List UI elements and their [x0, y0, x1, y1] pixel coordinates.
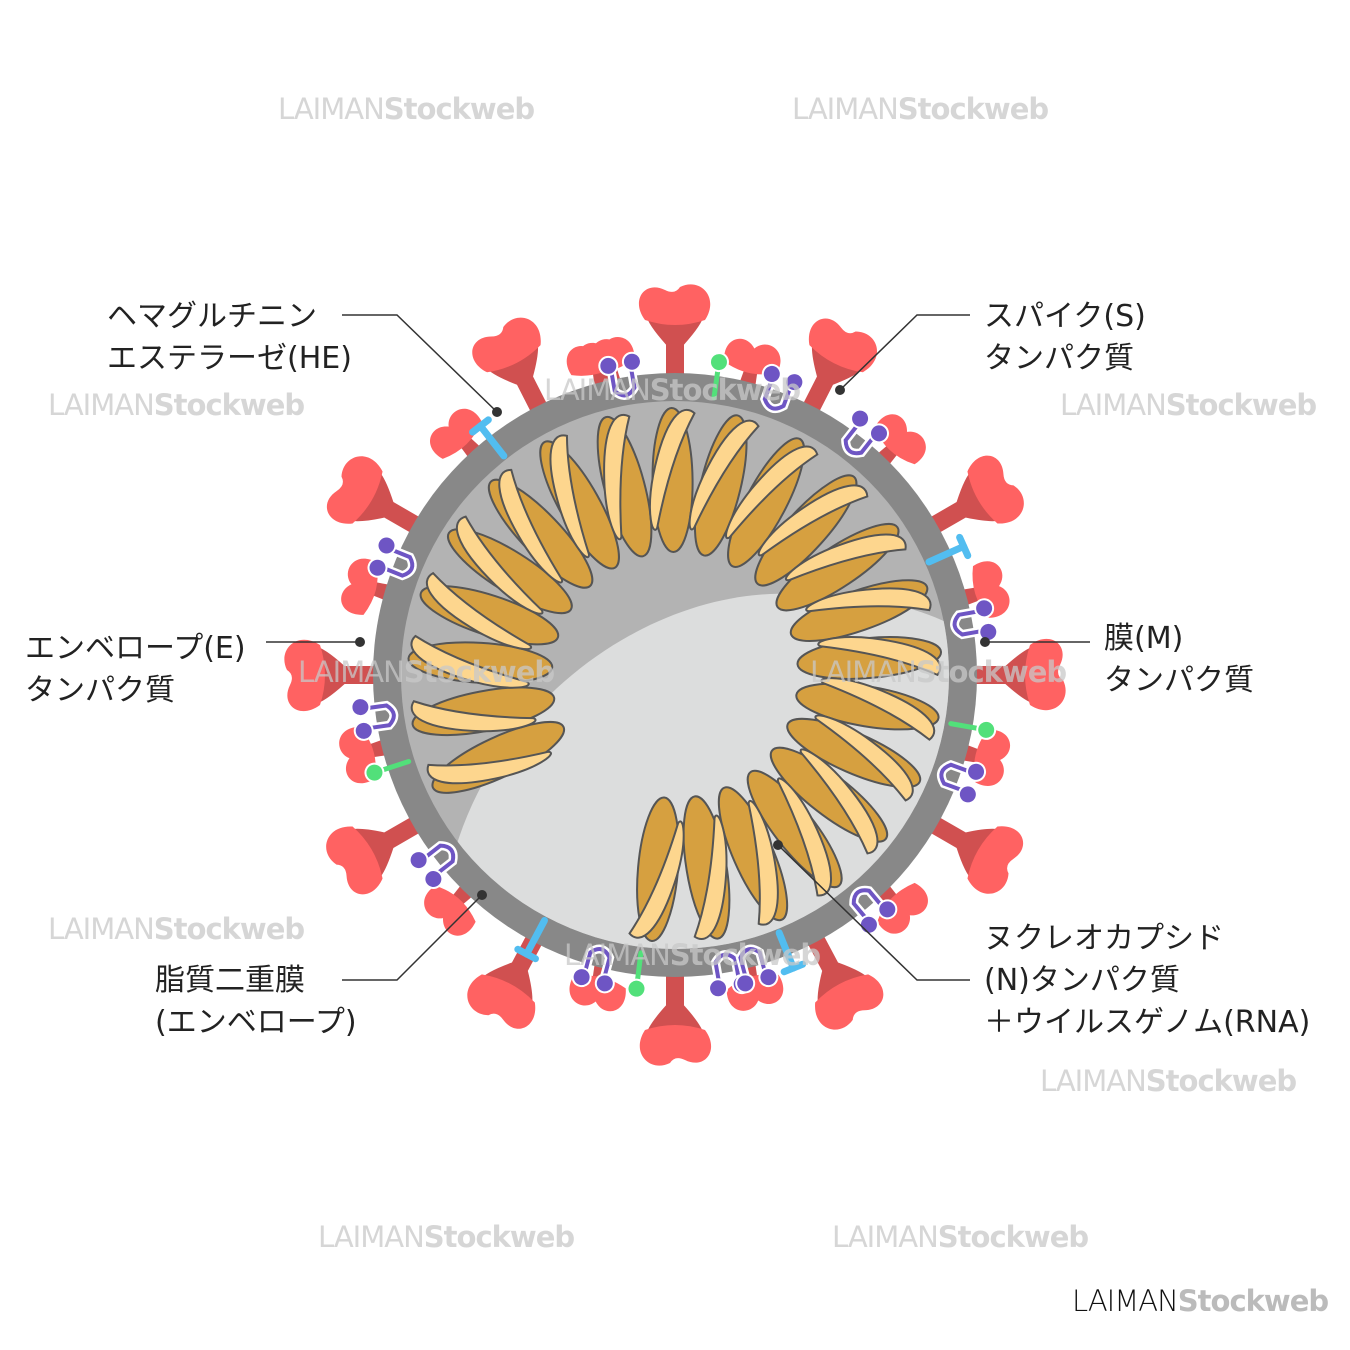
- membrane-protein: [849, 885, 898, 935]
- membrane-protein: [367, 535, 417, 581]
- helix-loop: [786, 714, 922, 802]
- watermark: LAIMANStockweb: [792, 92, 1049, 126]
- spike-protein: [639, 964, 712, 1066]
- leader-dot-membrane: [980, 637, 990, 647]
- leader-he: [342, 314, 498, 413]
- membrane-proteins: [350, 351, 999, 999]
- hemagglutinin-esterase: [469, 416, 508, 460]
- helix-loop: [775, 523, 907, 612]
- watermark: LAIMANStockweb: [48, 388, 305, 422]
- spike-protein: [919, 455, 1024, 541]
- helix-loop: [688, 414, 760, 557]
- hemagglutinin-esterase: [514, 916, 548, 963]
- leader-dot-nucleocapsid: [773, 840, 783, 850]
- leader-spike: [839, 314, 970, 391]
- leader-lines: [266, 314, 1090, 981]
- leader-dot-spike: [835, 385, 845, 395]
- spike-protein: [800, 925, 884, 1030]
- spike-protein: [796, 318, 878, 423]
- membrane-protein: [760, 363, 805, 414]
- spike-protein: [638, 284, 711, 386]
- helix-loop: [426, 720, 566, 794]
- membrane-protein: [936, 760, 987, 805]
- leader-dot-lipid: [477, 890, 487, 900]
- watermark: LAIMANStockweb: [564, 938, 821, 972]
- helix-loop: [725, 437, 819, 568]
- label-envelope-protein: エンベロープ(E)タンパク質: [25, 631, 246, 708]
- envelope-protein: [708, 352, 729, 401]
- spike-protein: [284, 639, 386, 711]
- helix-loop: [628, 796, 685, 943]
- helix-loop: [648, 407, 696, 554]
- label-membrane-protein: 膜(M)タンパク質: [1104, 621, 1254, 698]
- helix-loop: [717, 786, 789, 926]
- watermark: LAIMANStockweb: [48, 912, 305, 946]
- helix-loop: [410, 686, 556, 737]
- spike-protein-small: [341, 558, 389, 615]
- watermark: LAIMANStockweb: [832, 1220, 1089, 1254]
- spike-protein: [919, 809, 1024, 894]
- membrane-protein: [950, 598, 999, 642]
- helix-loop: [596, 414, 653, 558]
- watermark: LAIMANStockweb: [298, 655, 555, 689]
- spike-protein: [326, 456, 431, 541]
- envelope-protein: [626, 950, 647, 999]
- watermark: LAIMANStockweb: [1040, 1064, 1297, 1098]
- watermark: LAIMANStockweb: [544, 373, 801, 407]
- spike-protein: [964, 639, 1066, 711]
- helix-loop: [796, 636, 943, 680]
- label-nucleocapsid: ヌクレオカプシド(N)タンパク質＋ウイルスゲノム(RNA): [984, 921, 1311, 1040]
- helix-loop: [682, 795, 731, 940]
- leader-lipid: [342, 894, 483, 981]
- helix-loop: [419, 571, 560, 651]
- membrane-protein: [841, 408, 890, 458]
- watermark: LAIMANStockweb: [810, 655, 1067, 689]
- membrane-protein: [598, 351, 642, 400]
- leader-dot-envelope: [355, 637, 365, 647]
- helix-loop: [789, 579, 932, 642]
- membrane-protein: [571, 944, 615, 994]
- watermark: LAIMANStockweb: [318, 1220, 575, 1254]
- helix-loop: [407, 634, 554, 689]
- membrane-protein: [408, 841, 458, 890]
- label-he: ヘマグルチニンエステラーゼ(HE): [107, 299, 352, 376]
- hemagglutinin-esterase: [775, 929, 807, 976]
- watermark: LAIMANStockweb: [1060, 388, 1317, 422]
- helix-loop: [447, 515, 573, 615]
- spike-protein: [326, 809, 431, 895]
- helix-loop: [487, 468, 594, 589]
- envelope-protein: [948, 719, 997, 740]
- envelope-protein: [364, 759, 412, 783]
- label-spike: スパイク(S)タンパク質: [984, 299, 1146, 376]
- leader-nucleocapsid: [777, 844, 970, 981]
- hemagglutinin-esterase: [925, 533, 972, 566]
- membrane-protein: [350, 697, 399, 741]
- helix-loop: [754, 474, 869, 587]
- spike-protein: [472, 317, 554, 423]
- membrane-protein: [735, 944, 779, 994]
- watermark: LAIMANStockweb: [278, 92, 535, 126]
- leader-dot-he: [492, 407, 502, 417]
- helix-loop: [769, 746, 889, 855]
- label-lipid-bilayer: 脂質二重膜(エンベロープ): [155, 963, 357, 1040]
- surface-proteins: [284, 284, 1066, 1066]
- helix-loop: [539, 434, 620, 570]
- brand-logo: LAIMANStockweb: [1072, 1284, 1329, 1318]
